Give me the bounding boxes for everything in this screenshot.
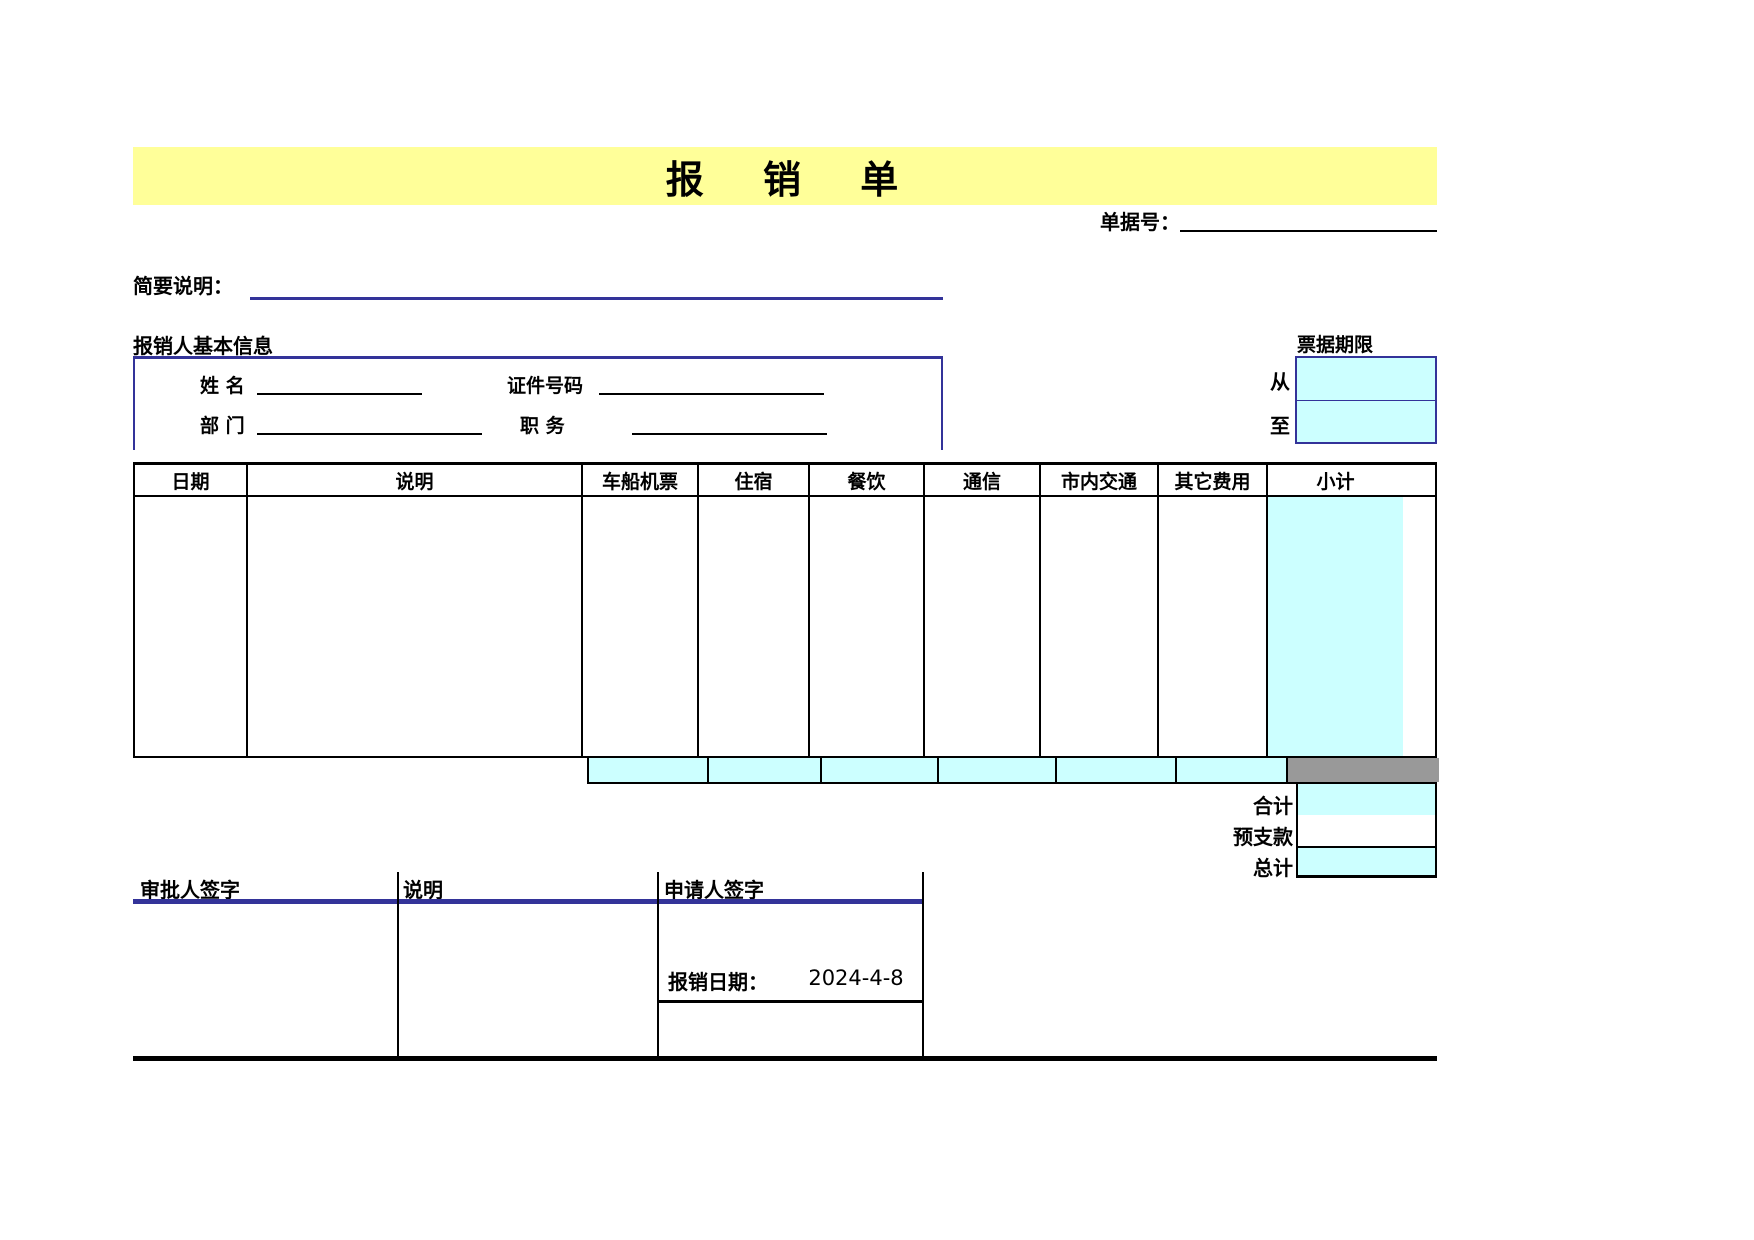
approver-signature-label: 审批人签字 — [140, 878, 240, 902]
total-cell-subtotal-blocked — [1286, 758, 1439, 782]
period-to-label: 至 — [1270, 414, 1290, 438]
col-header-city-transport: 市内交通 — [1039, 465, 1157, 495]
body-cell-communication[interactable] — [923, 497, 1039, 756]
signature-divider-2 — [657, 872, 659, 1060]
total-cell-transport-ticket[interactable] — [589, 758, 707, 782]
advance-label: 预支款 — [1233, 825, 1293, 849]
grand-total-label: 总计 — [1253, 856, 1293, 880]
col-header-date: 日期 — [171, 470, 210, 493]
body-cell-lodging[interactable] — [697, 497, 808, 756]
receipt-period-title: 票据期限 — [1297, 334, 1374, 356]
department-label: 部 门 — [200, 415, 245, 437]
brief-description-label: 简要说明： — [133, 274, 233, 298]
reimburse-date-label: 报销日期： — [668, 970, 768, 994]
reimburse-date-rule — [659, 1000, 922, 1003]
signature-header-rule — [133, 899, 924, 904]
body-cell-date[interactable] — [135, 497, 246, 756]
signature-divider-1 — [397, 872, 399, 1060]
col-header-subtotal: 小计 — [1266, 465, 1403, 495]
body-cell-description[interactable] — [246, 497, 581, 756]
expense-table-header: 日期 说明 车船机票 住宿 餐饮 通信 市内交通 其它费用 小计 — [133, 462, 1437, 497]
form-title: 报 销 单 — [665, 157, 905, 202]
total-cell-other-expense[interactable] — [1175, 758, 1286, 782]
period-from-label: 从 — [1270, 370, 1290, 394]
total-cell-city-transport[interactable] — [1055, 758, 1175, 782]
body-cell-meals[interactable] — [808, 497, 923, 756]
advance-value-cell[interactable] — [1296, 815, 1437, 846]
payee-info-box: 姓 名 证件号码 部 门 职 务 — [133, 356, 943, 450]
total-label: 合计 — [1253, 794, 1293, 818]
payee-section-title: 报销人基本信息 — [133, 334, 273, 358]
name-label: 姓 名 — [200, 375, 245, 397]
receipt-period-box — [1295, 356, 1437, 444]
brief-description-field[interactable] — [250, 272, 943, 300]
total-cell-meals[interactable] — [820, 758, 937, 782]
position-field[interactable] — [632, 405, 827, 435]
col-header-other-expense: 其它费用 — [1157, 465, 1266, 495]
total-value-cell[interactable] — [1296, 784, 1437, 815]
col-header-lodging: 住宿 — [697, 465, 808, 495]
expense-table-body — [133, 497, 1437, 758]
body-cell-other-expense[interactable] — [1157, 497, 1266, 756]
signature-divider-3 — [922, 872, 924, 1060]
body-cell-subtotal[interactable] — [1266, 497, 1403, 756]
name-field[interactable] — [257, 365, 422, 395]
title-banner: 报 销 单 — [133, 147, 1437, 205]
grand-total-value-cell[interactable] — [1296, 846, 1437, 878]
reimburse-date-value[interactable]: 2024-4-8 — [808, 966, 904, 990]
total-cell-communication[interactable] — [937, 758, 1055, 782]
period-to-cell[interactable] — [1297, 400, 1435, 442]
doc-no-label: 单据号： — [1100, 210, 1180, 234]
body-cell-city-transport[interactable] — [1039, 497, 1157, 756]
id-number-label: 证件号码 — [507, 375, 584, 397]
signature-note-label: 说明 — [403, 878, 443, 902]
col-header-communication: 通信 — [923, 465, 1039, 495]
total-cell-lodging[interactable] — [707, 758, 820, 782]
body-cell-transport-ticket[interactable] — [581, 497, 697, 756]
period-from-cell[interactable] — [1297, 358, 1435, 400]
applicant-signature-label: 申请人签字 — [664, 878, 764, 902]
department-field[interactable] — [257, 405, 482, 435]
col-header-transport-ticket: 车船机票 — [581, 465, 697, 495]
form-bottom-border — [133, 1056, 1437, 1061]
position-label: 职 务 — [520, 415, 565, 437]
col-header-description: 说明 — [246, 465, 581, 495]
doc-no-field[interactable] — [1180, 206, 1437, 232]
col-header-meals: 餐饮 — [808, 465, 923, 495]
id-number-field[interactable] — [599, 365, 824, 395]
column-totals-strip — [587, 758, 1439, 784]
